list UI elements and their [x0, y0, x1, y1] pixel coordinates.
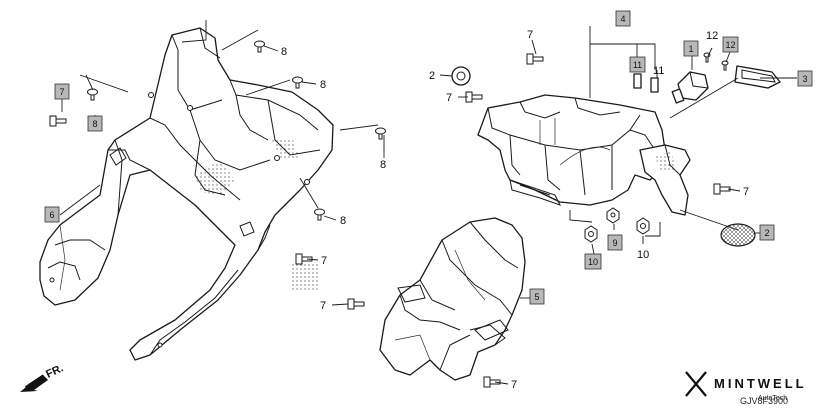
bolt-7-e-icon	[347, 298, 365, 310]
bolt-7-b-icon	[526, 53, 544, 65]
svg-text:3: 3	[802, 74, 807, 84]
brand-tagline: AutoTech	[758, 395, 787, 402]
bolt-7-a-icon	[49, 115, 67, 127]
screw-8-d-icon	[314, 208, 325, 221]
reflector-part-2	[720, 223, 756, 247]
svg-text:2: 2	[764, 228, 769, 238]
nut-9-icon	[606, 207, 620, 224]
mintwell-logo: MINTWELL AutoTech	[685, 371, 807, 402]
boxed-callouts: 4 1 12 11 3 2 9 10 5 6 7 8	[44, 10, 813, 305]
box-10: 10	[584, 253, 602, 270]
bolt-7-g-icon	[713, 183, 731, 195]
callout-10: 10	[637, 249, 649, 261]
svg-text:11: 11	[633, 60, 642, 70]
callout-7-b: 7	[320, 300, 326, 312]
callout-labels: 8 8 8 8 7 7 7 7 7 7 2 11 12 9 10	[281, 29, 749, 391]
callout-12: 12	[706, 30, 718, 42]
svg-text:7: 7	[59, 87, 64, 97]
box-6: 6	[44, 206, 60, 223]
svg-text:12: 12	[725, 40, 735, 50]
grommet-part-2	[451, 66, 471, 86]
callout-8-a: 8	[281, 46, 287, 58]
svg-text:5: 5	[534, 292, 539, 302]
svg-text:9: 9	[612, 238, 617, 248]
license-light-part-1	[671, 71, 709, 104]
svg-text:1: 1	[688, 44, 693, 54]
box-8: 8	[87, 115, 103, 132]
svg-text:6: 6	[49, 210, 54, 220]
figure-code: GJV8F3900	[740, 396, 788, 406]
screw-12b-icon	[721, 60, 729, 71]
rear-fender-part-4	[477, 94, 691, 216]
bolts	[49, 40, 731, 388]
svg-text:8: 8	[92, 119, 97, 129]
callout-2-a: 2	[429, 70, 435, 82]
callout-8-b: 8	[320, 79, 326, 91]
box-1: 1	[683, 40, 699, 57]
brand-name: MINTWELL	[714, 376, 807, 391]
callout-7-d: 7	[743, 186, 749, 198]
screw-8-a-icon	[254, 40, 265, 53]
front-fender-part-5	[379, 217, 526, 381]
leader-lines	[59, 20, 797, 385]
callout-7-c: 7	[511, 379, 517, 391]
svg-text:10: 10	[588, 257, 598, 267]
box-7: 7	[54, 83, 70, 100]
screw-8-c-icon	[375, 127, 386, 140]
callout-11: 11	[653, 65, 664, 77]
callout-7-a: 7	[321, 255, 327, 267]
clip-part-11	[633, 73, 659, 93]
callout-8-d: 8	[340, 215, 346, 227]
box-12: 12	[722, 36, 739, 53]
callout-7-e: 7	[527, 29, 533, 41]
direction-label: FR.	[44, 362, 65, 380]
bolt-7-c-icon	[465, 91, 483, 103]
screw-8-b-icon	[292, 76, 303, 89]
lens-part-3	[734, 65, 781, 89]
box-3: 3	[797, 70, 813, 87]
nut-10a-icon	[584, 225, 598, 243]
nut-10b-icon	[636, 217, 650, 235]
callout-8-c: 8	[380, 159, 386, 171]
front-direction-arrow: FR.	[20, 362, 65, 392]
box-2-b: 2	[759, 224, 775, 241]
box-4: 4	[615, 10, 631, 27]
box-5: 5	[529, 288, 545, 305]
screw-8-e-icon	[87, 88, 98, 101]
svg-text:4: 4	[620, 14, 625, 24]
inner-fender-part-6	[39, 27, 334, 361]
callout-7-f: 7	[446, 92, 452, 104]
box-11: 11	[629, 56, 646, 73]
box-9: 9	[607, 234, 623, 251]
